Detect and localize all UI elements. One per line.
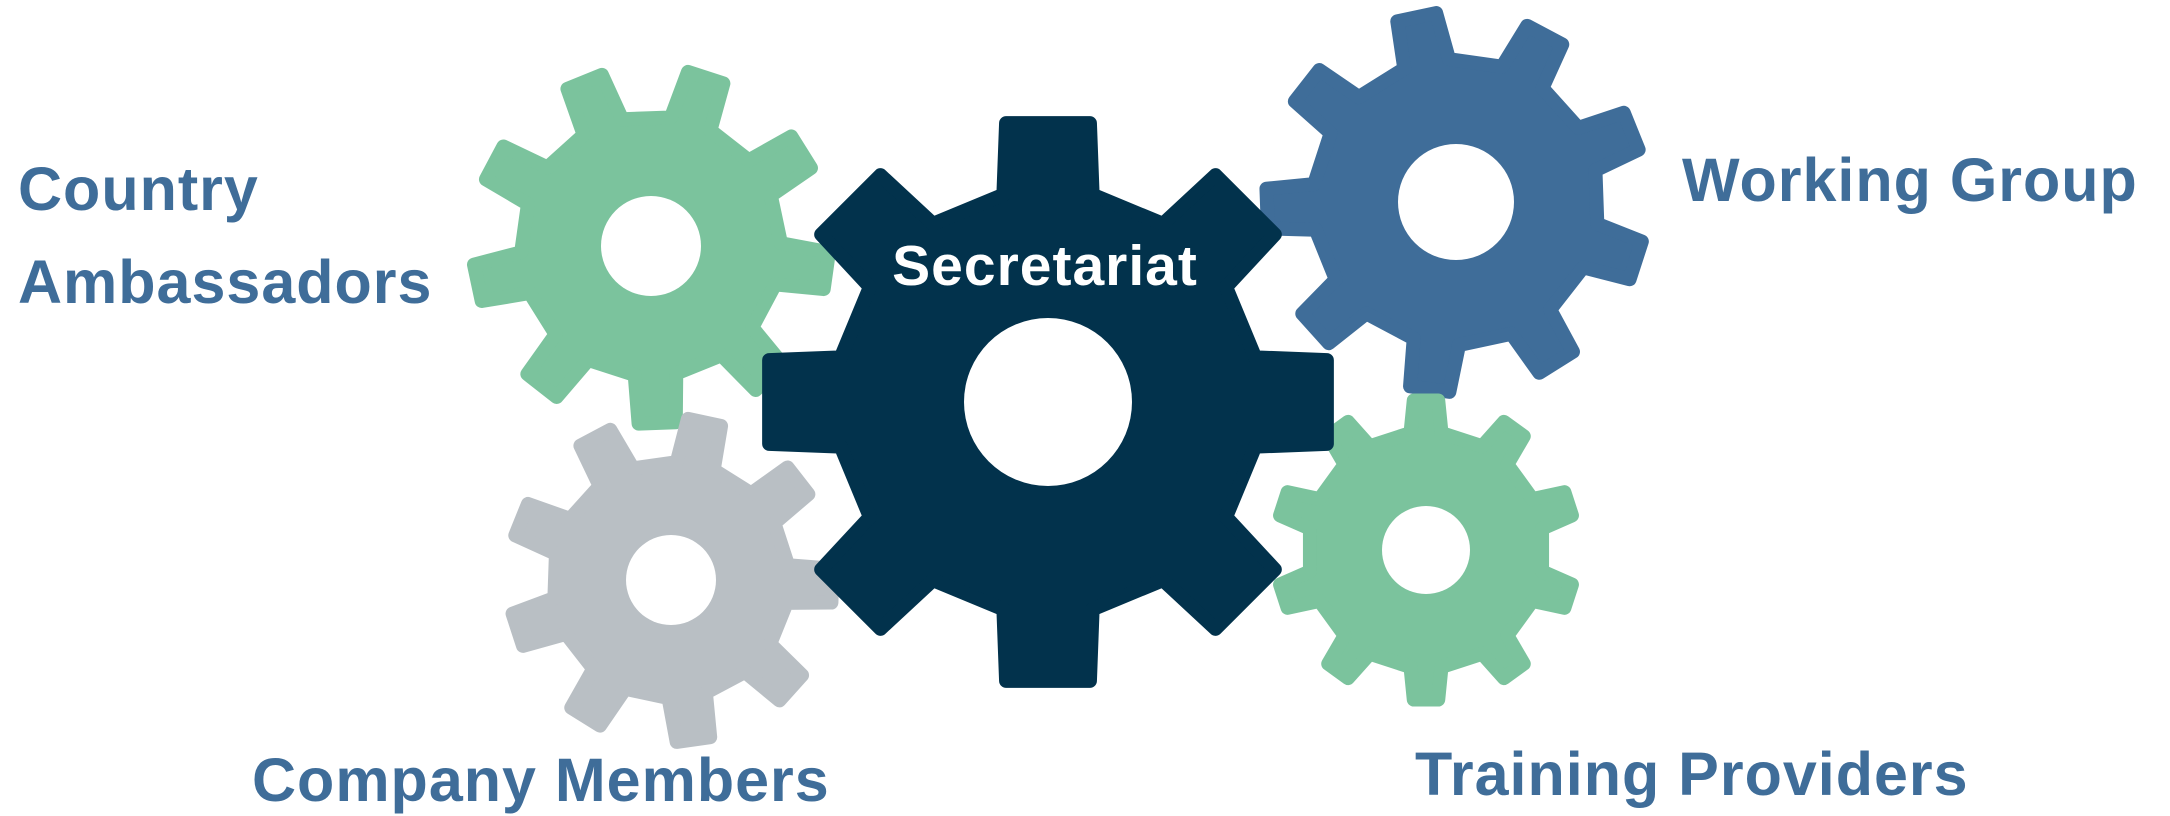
gear-working-group xyxy=(1259,6,1649,399)
gear-secretariat xyxy=(762,116,1334,688)
working-group-label: Working Group xyxy=(1682,146,2138,214)
secretariat-label: Secretariat xyxy=(892,234,1198,298)
gear-training-providers-hole xyxy=(1382,506,1470,594)
gear-company-members-hole xyxy=(626,535,716,625)
country-ambassadors-label-line2: Ambassadors xyxy=(18,248,433,316)
gear-country-ambassadors-hole xyxy=(601,196,701,296)
gear-working-group-hole xyxy=(1398,144,1514,260)
company-members-label: Company Members xyxy=(252,746,830,814)
gear-company-members xyxy=(505,411,840,749)
gear-secretariat-hole xyxy=(964,318,1132,486)
country-ambassadors-label-line1: Country xyxy=(18,155,259,223)
training-providers-label: Training Providers xyxy=(1415,740,1969,808)
gear-training-providers xyxy=(1273,393,1579,707)
gear-country-ambassadors xyxy=(466,64,836,431)
